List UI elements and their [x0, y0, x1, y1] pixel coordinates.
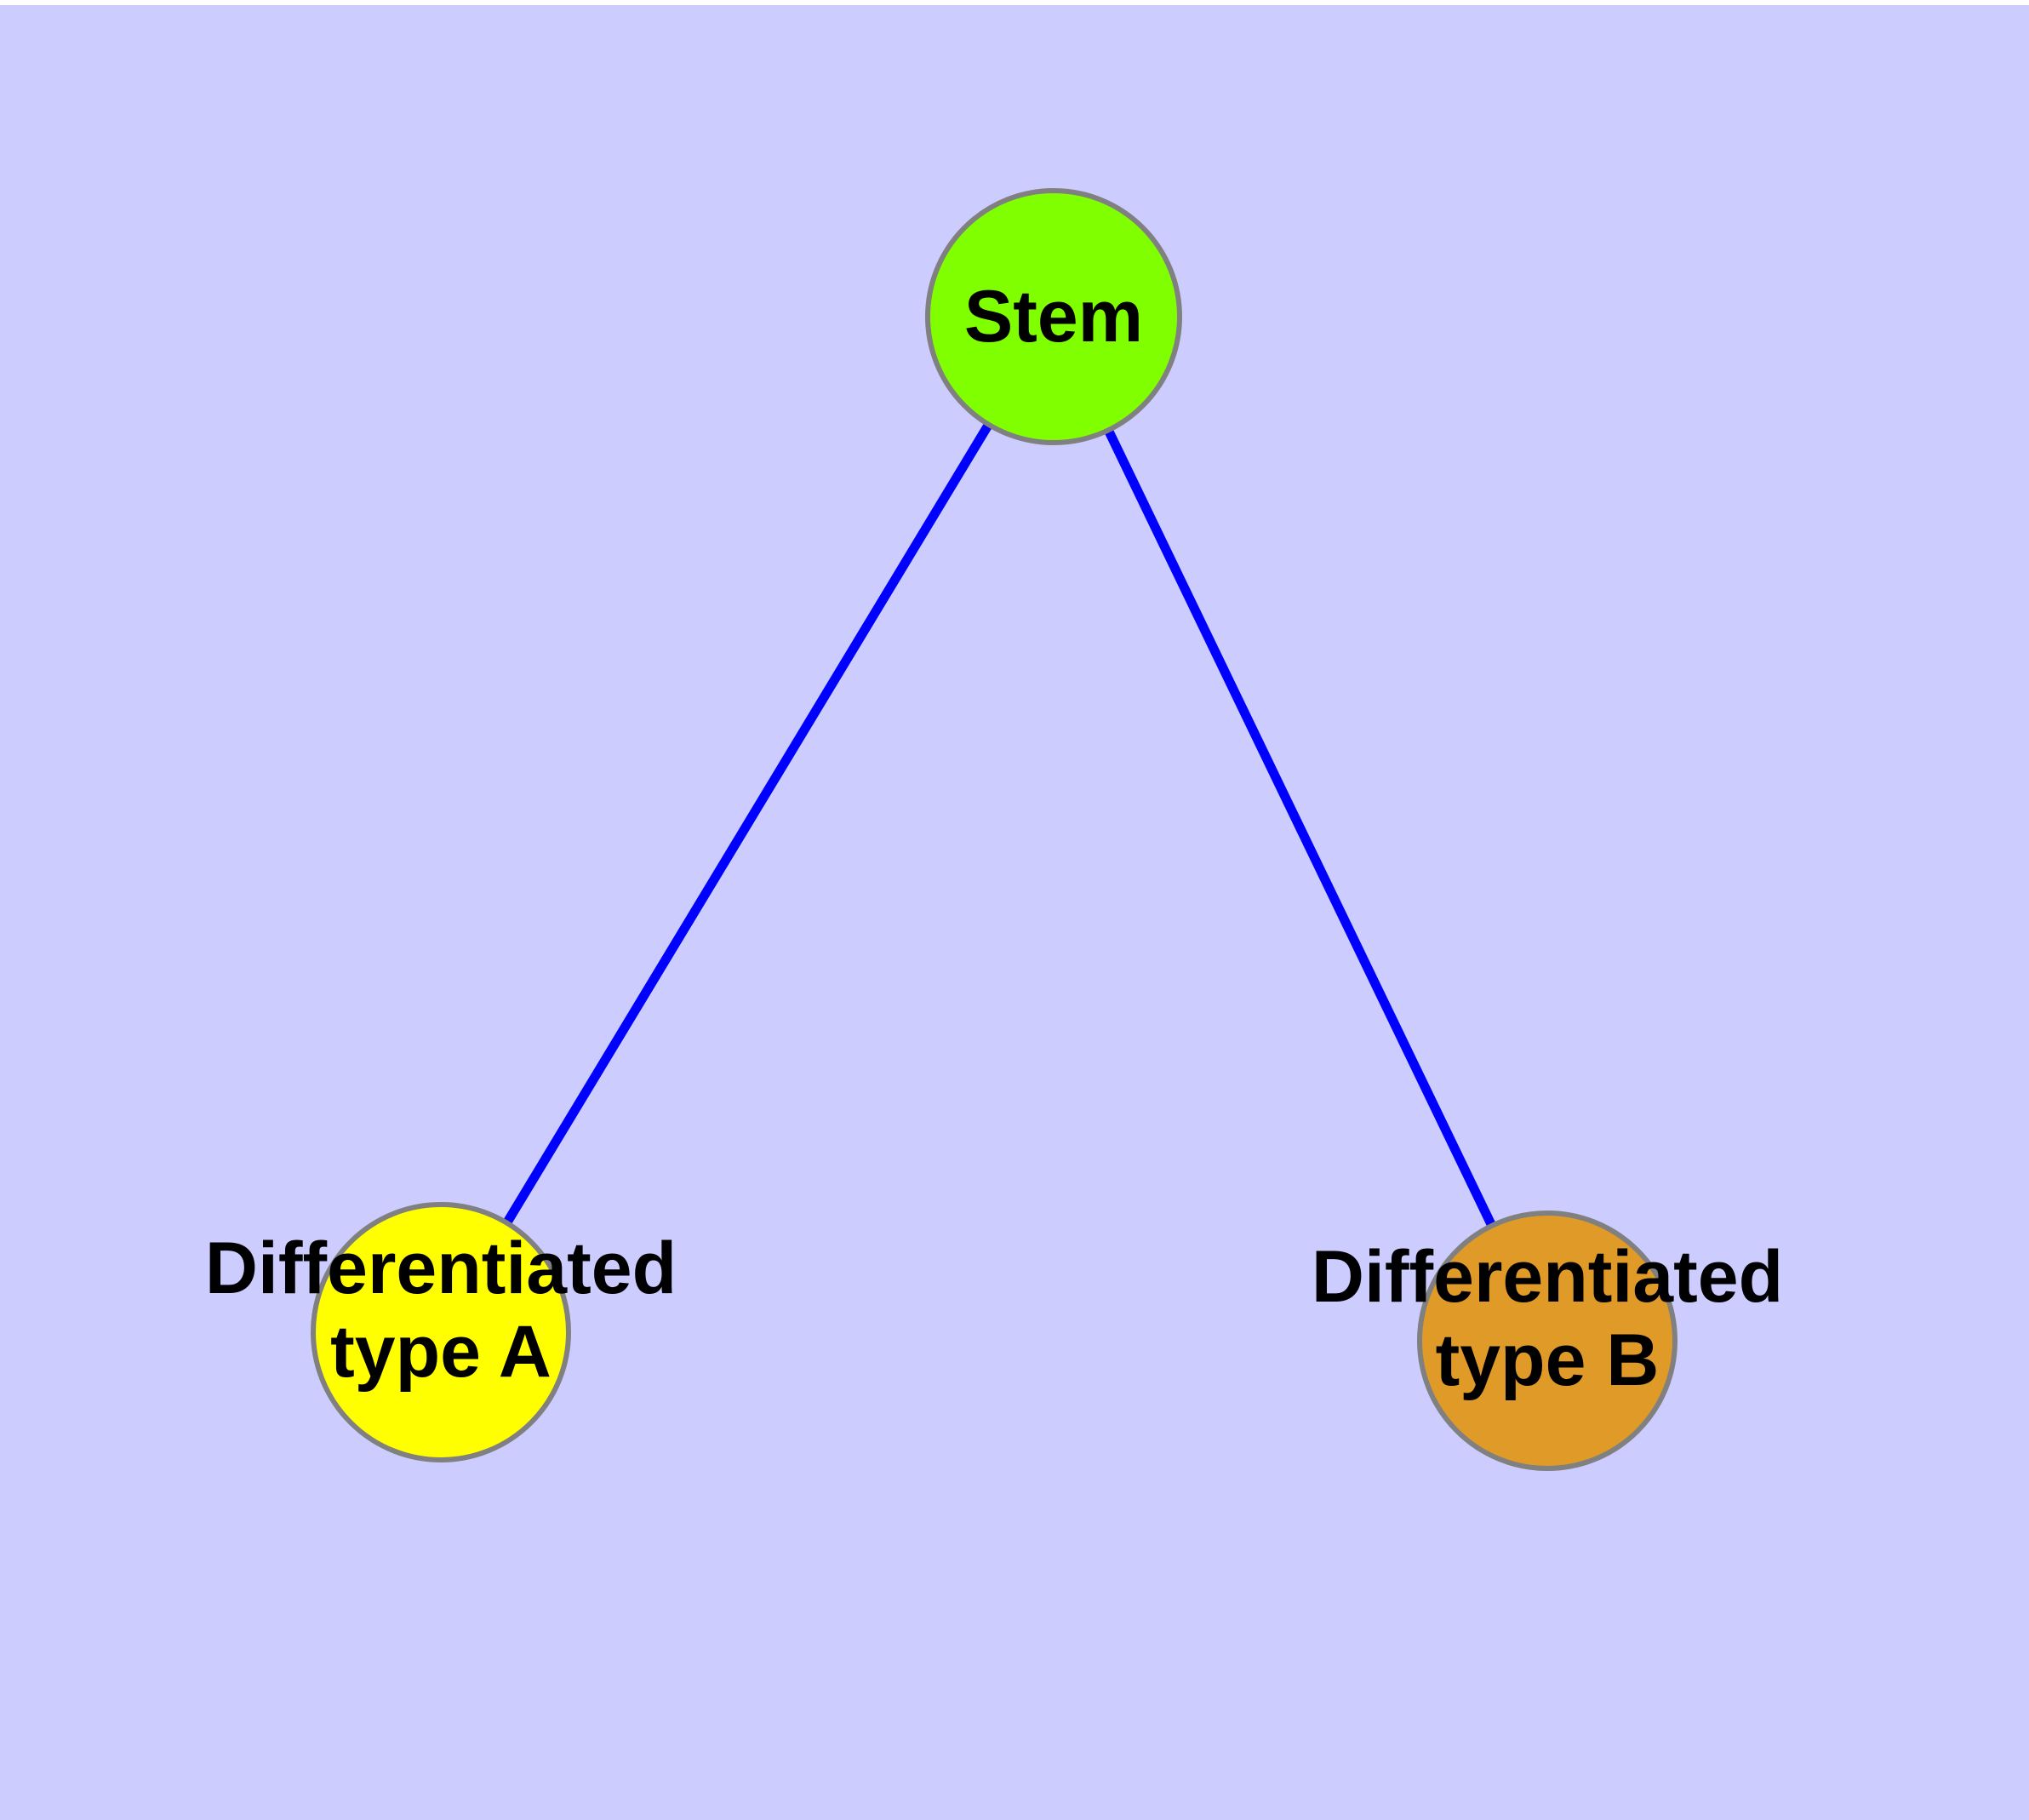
graph-node-diff_a[interactable]: [311, 1202, 571, 1462]
graph-node-diff_b[interactable]: [1417, 1210, 1677, 1471]
node-label-line: Differentiated: [205, 1228, 677, 1309]
nodes-group: [311, 188, 1677, 1471]
node-label-stem: Stem: [964, 276, 1143, 358]
edges-group: [437, 314, 1552, 1343]
node-label-line: type A: [330, 1311, 552, 1393]
graph-edge[interactable]: [437, 314, 1058, 1335]
node-label-line: type B: [1436, 1319, 1660, 1401]
node-label-line: Stem: [964, 276, 1143, 358]
graph-edge[interactable]: [1049, 314, 1552, 1343]
graph-node-stem[interactable]: [925, 188, 1182, 445]
node-label-line: Differentiated: [1312, 1236, 1783, 1318]
